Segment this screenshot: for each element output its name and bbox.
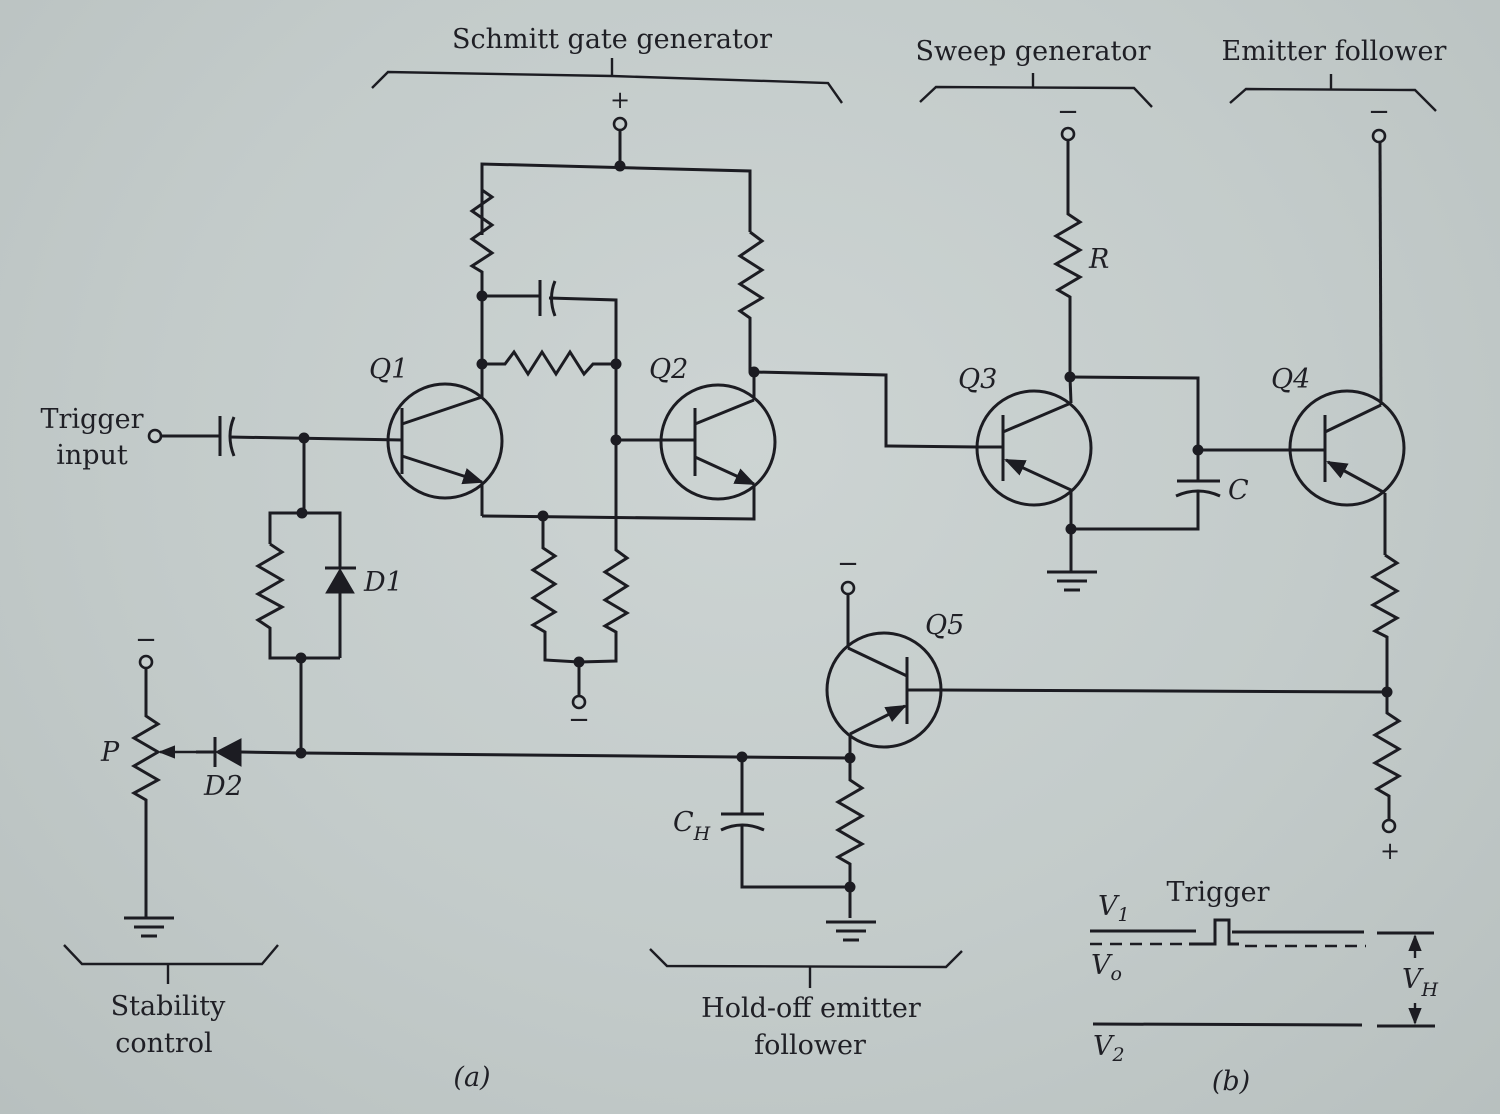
holdoff-bracket bbox=[649, 948, 963, 988]
schmitt-plus-sign: + bbox=[610, 86, 630, 114]
capacitor-ch bbox=[720, 757, 850, 889]
waveform-trigger-label: Trigger bbox=[1166, 877, 1269, 908]
resistor-r bbox=[1052, 140, 1084, 377]
resistor-q2-collector bbox=[737, 230, 765, 372]
panel-label-b: (b) bbox=[1212, 1066, 1250, 1097]
emitter-follower-bracket bbox=[1229, 74, 1437, 112]
trigger-input-label-1: Trigger bbox=[40, 404, 143, 435]
label-r: R bbox=[1088, 244, 1109, 275]
transistor-q5 bbox=[825, 631, 943, 758]
section-label-sweep: Sweep generator bbox=[915, 36, 1150, 67]
schmitt-supply: + bbox=[480, 86, 752, 235]
sweep-minus-sign: − bbox=[1057, 97, 1079, 127]
schmitt-minus-terminal[interactable] bbox=[571, 694, 587, 710]
v2-level bbox=[1092, 1022, 1363, 1027]
transistor-q4 bbox=[1288, 389, 1406, 555]
section-label-stability-1: Stability bbox=[111, 991, 226, 1022]
diode-d1 bbox=[325, 566, 356, 658]
label-q1: Q1 bbox=[369, 354, 408, 385]
resistor-q1-collector bbox=[469, 188, 495, 296]
trigger-pulse bbox=[1189, 918, 1239, 946]
label-v2: V2 bbox=[1093, 1031, 1125, 1066]
ground-holdoff bbox=[826, 920, 876, 942]
sweep-bracket bbox=[919, 73, 1153, 108]
schmitt-plus-terminal[interactable] bbox=[612, 116, 628, 132]
follower-plus-sign: + bbox=[1380, 837, 1400, 865]
label-q4: Q4 bbox=[1271, 364, 1310, 395]
label-vh: VH bbox=[1402, 964, 1439, 1001]
label-c: C bbox=[1228, 475, 1249, 506]
waveform-diagram bbox=[1090, 918, 1435, 1028]
resistor-bias bbox=[254, 542, 340, 660]
resistor-emitter-left bbox=[530, 516, 580, 664]
label-d1: D1 bbox=[363, 567, 403, 598]
q5-minus-terminal[interactable] bbox=[840, 580, 856, 596]
resistor-q4-emitter-upper bbox=[1369, 553, 1401, 692]
label-q3: Q3 bbox=[958, 364, 997, 395]
pot-minus-sign: − bbox=[135, 625, 157, 655]
resistor-q5-emitter bbox=[834, 758, 866, 918]
section-label-holdoff-1: Hold-off emitter bbox=[701, 993, 921, 1024]
label-v1: V1 bbox=[1098, 891, 1130, 926]
resistor-q4-emitter-lower bbox=[1371, 692, 1403, 820]
transistor-q3 bbox=[975, 376, 1093, 572]
label-q2: Q2 bbox=[649, 354, 688, 385]
section-label-schmitt: Schmitt gate generator bbox=[452, 24, 772, 55]
label-ch: CH bbox=[673, 807, 711, 845]
trigger-input-terminal[interactable] bbox=[147, 428, 163, 444]
section-label-holdoff-2: follower bbox=[754, 1030, 866, 1061]
section-label-stability-2: control bbox=[115, 1028, 212, 1059]
section-label-emitter-follower: Emitter follower bbox=[1222, 36, 1447, 67]
pot-minus-terminal[interactable] bbox=[138, 654, 154, 670]
resistor-emitter-right bbox=[578, 440, 630, 664]
ground-stability bbox=[124, 916, 174, 938]
follower-minus-sign: − bbox=[1368, 97, 1390, 127]
panel-label-a: (a) bbox=[453, 1062, 490, 1093]
label-q5: Q5 bbox=[925, 610, 964, 641]
capacitor-c bbox=[1175, 444, 1221, 529]
potentiometer-p bbox=[130, 668, 162, 918]
trigger-input-label-2: input bbox=[56, 440, 128, 471]
follower-plus-terminal[interactable] bbox=[1381, 818, 1397, 834]
sweep-minus-terminal[interactable] bbox=[1060, 126, 1076, 142]
follower-minus-terminal[interactable] bbox=[1371, 128, 1387, 144]
ground-sweep bbox=[1047, 570, 1097, 592]
resistor-cross-coupling bbox=[480, 296, 616, 377]
stability-bracket bbox=[63, 944, 279, 984]
schmitt-minus-sign: − bbox=[568, 705, 590, 735]
label-vo: Vo bbox=[1091, 950, 1122, 985]
diode-d2 bbox=[196, 737, 302, 767]
transistor-q2 bbox=[481, 372, 777, 521]
q5-minus-sign: − bbox=[837, 549, 859, 579]
schmitt-bracket bbox=[371, 58, 843, 104]
label-d2: D2 bbox=[203, 771, 243, 802]
transistor-q1 bbox=[386, 364, 504, 516]
label-p: P bbox=[100, 737, 120, 768]
